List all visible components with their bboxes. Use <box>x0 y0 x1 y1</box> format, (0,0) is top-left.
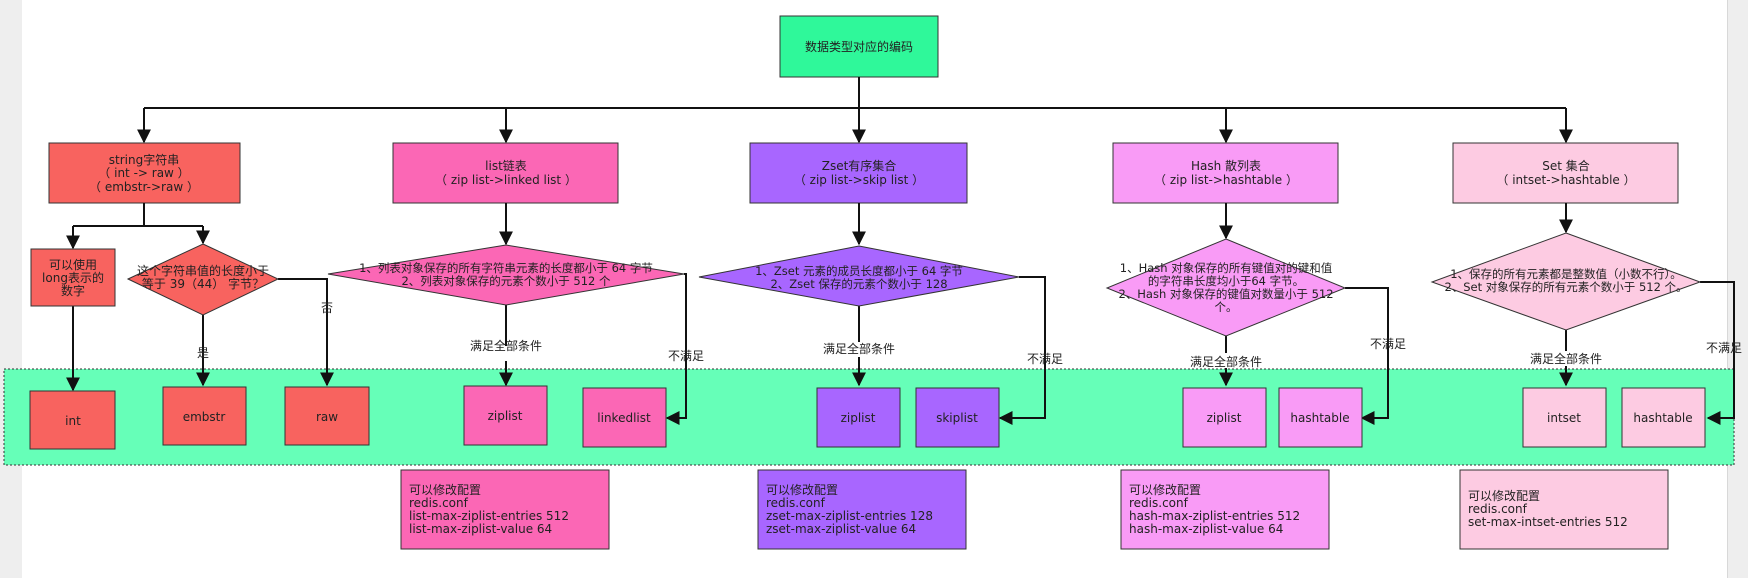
set-hashtable-label: hashtable <box>1633 411 1692 425</box>
note-set-line3: set-max-intset-entries 512 <box>1468 515 1628 529</box>
hash-cond-line2: 的字符串长度均小于64 字节。 <box>1148 274 1304 288</box>
list-connectors <box>499 203 687 425</box>
hash-all-label-bg <box>1188 353 1264 368</box>
string-decision-line2: 等于 39（44） 字节？ <box>142 276 264 291</box>
long-box-line1: 可以使用 <box>49 257 97 272</box>
encoding-skiplist[interactable] <box>915 387 1000 448</box>
type-set-line1: Set 集合 <box>1542 158 1590 173</box>
zset-cond-line1: 1、Zset 元素的成员长度都小于 64 字节 <box>755 264 963 278</box>
list-all-label: 满足全部条件 <box>470 338 542 353</box>
hash-cond-line3: 2、Hash 对象保存的键值对数量小于 512 <box>1118 287 1333 301</box>
no-label: 否 <box>321 301 333 315</box>
note-list-line3: list-max-ziplist-entries 512 <box>409 509 569 523</box>
set-cond-line2: 2、Set 对象保存的所有元素个数小于 512 个。 <box>1444 280 1687 294</box>
zset-condition-decision[interactable] <box>698 245 1020 307</box>
set-all-label: 满足全部条件 <box>1530 351 1602 366</box>
list-cond-line2: 2、列表对象保存的元素个数小于 512 个 <box>401 274 611 288</box>
zset-ziplist-label: ziplist <box>841 411 876 425</box>
note-zset-line1: 可以修改配置 <box>766 482 838 497</box>
encoding-raw-label: raw <box>316 410 338 424</box>
note-hash-line3: hash-max-ziplist-entries 512 <box>1129 509 1300 523</box>
intset-label: intset <box>1547 411 1581 425</box>
list-cond-line1: 1、列表对象保存的所有字符串元素的长度都小于 64 字节 <box>359 261 653 275</box>
encoding-int-label: int <box>65 414 81 428</box>
long-box-line3: 数字 <box>61 283 85 298</box>
string-decision-line1: 这个字符串值的长度小于 <box>137 263 269 278</box>
hash-cond-line1: 1、Hash 对象保存的所有键值对的键和值 <box>1120 261 1333 275</box>
type-box-string[interactable] <box>48 142 241 204</box>
string-connectors <box>66 203 334 392</box>
note-hash-line4: hash-max-ziplist-value 64 <box>1129 522 1283 536</box>
yes-label: 是 <box>197 346 209 360</box>
encoding-set-hashtable[interactable] <box>1621 387 1706 448</box>
type-box-hash[interactable] <box>1112 142 1339 204</box>
hash-ziplist-label: ziplist <box>1207 411 1242 425</box>
linkedlist-label: linkedlist <box>597 411 651 425</box>
type-string-line1: string字符串 <box>109 152 179 167</box>
hash-cond-line4: 个。 <box>1215 300 1238 314</box>
type-box-list[interactable] <box>392 142 619 204</box>
set-cond-line1: 1、保存的所有元素都是整数值（小数不行）。 <box>1450 267 1682 281</box>
note-zset-line4: zset-max-ziplist-value 64 <box>766 522 916 536</box>
list-all-label-bg <box>452 346 524 361</box>
long-box-line2: long表示的 <box>42 270 104 285</box>
type-set-line2: （ intset->hashtable ） <box>1496 173 1635 187</box>
type-hash-line2: （ zip list->hashtable ） <box>1154 173 1298 187</box>
encoding-linkedlist[interactable] <box>582 387 667 448</box>
zset-not-label: 不满足 <box>1027 352 1063 366</box>
hash-not-label: 不满足 <box>1370 337 1406 351</box>
root-node[interactable] <box>779 15 939 78</box>
encoding-list-ziplist[interactable] <box>463 385 548 446</box>
list-ziplist-label: ziplist <box>488 409 523 423</box>
encoding-zset-ziplist[interactable] <box>816 387 901 448</box>
note-zset-line3: zset-max-ziplist-entries 128 <box>766 509 933 523</box>
long-number-box[interactable] <box>30 248 116 307</box>
note-zset-line2: redis.conf <box>766 496 826 510</box>
type-list-line1: list链表 <box>485 158 527 173</box>
type-list-line2: （ zip list->linked list ） <box>435 173 577 187</box>
hash-all-label: 满足全部条件 <box>1190 354 1262 369</box>
note-hash-line1: 可以修改配置 <box>1129 482 1201 497</box>
note-set-line2: redis.conf <box>1468 502 1528 516</box>
root-label: 数据类型对应的编码 <box>805 39 913 54</box>
list-condition-decision[interactable] <box>327 244 685 306</box>
hash-hashtable-label: hashtable <box>1290 411 1349 425</box>
root-connectors <box>137 77 1573 144</box>
encoding-hash-hashtable[interactable] <box>1278 387 1363 448</box>
type-zset-line2: （ zip list->skip list ） <box>794 173 924 187</box>
note-hash-line2: redis.conf <box>1129 496 1189 510</box>
hash-condition-decision[interactable] <box>1105 238 1347 337</box>
type-string-line3: （ embstr->raw ） <box>89 180 199 194</box>
encoding-hash-ziplist[interactable] <box>1182 387 1267 448</box>
type-box-zset[interactable] <box>749 142 968 204</box>
note-set-line1: 可以修改配置 <box>1468 488 1540 503</box>
type-string-line2: （ int -> raw ） <box>98 166 189 180</box>
note-set-config <box>1459 469 1669 550</box>
encoding-embstr[interactable] <box>162 386 247 446</box>
note-list-config <box>400 469 610 550</box>
note-list-line4: list-max-ziplist-value 64 <box>409 522 552 536</box>
encoding-int[interactable] <box>29 390 116 450</box>
note-zset-config <box>757 469 967 550</box>
note-hash-config <box>1120 469 1330 550</box>
skiplist-label: skiplist <box>936 411 978 425</box>
zset-all-label: 满足全部条件 <box>823 341 895 356</box>
type-zset-line1: Zset有序集合 <box>822 158 897 173</box>
note-list-line1: 可以修改配置 <box>409 482 481 497</box>
list-not-label: 不满足 <box>668 349 704 363</box>
type-box-set[interactable] <box>1452 142 1679 204</box>
zset-cond-line2: 2、Zset 保存的元素个数小于 128 <box>770 277 947 291</box>
set-condition-decision[interactable] <box>1430 232 1702 331</box>
string-length-decision[interactable] <box>126 243 280 316</box>
set-not-label: 不满足 <box>1706 341 1742 355</box>
encoding-intset[interactable] <box>1522 387 1607 448</box>
zset-all-label-bg <box>821 342 897 357</box>
type-hash-line1: Hash 散列表 <box>1191 158 1261 173</box>
note-list-line2: redis.conf <box>409 496 469 510</box>
set-all-label-bg <box>1528 351 1604 366</box>
encoding-embstr-label: embstr <box>183 410 226 424</box>
encoding-raw[interactable] <box>284 386 370 446</box>
